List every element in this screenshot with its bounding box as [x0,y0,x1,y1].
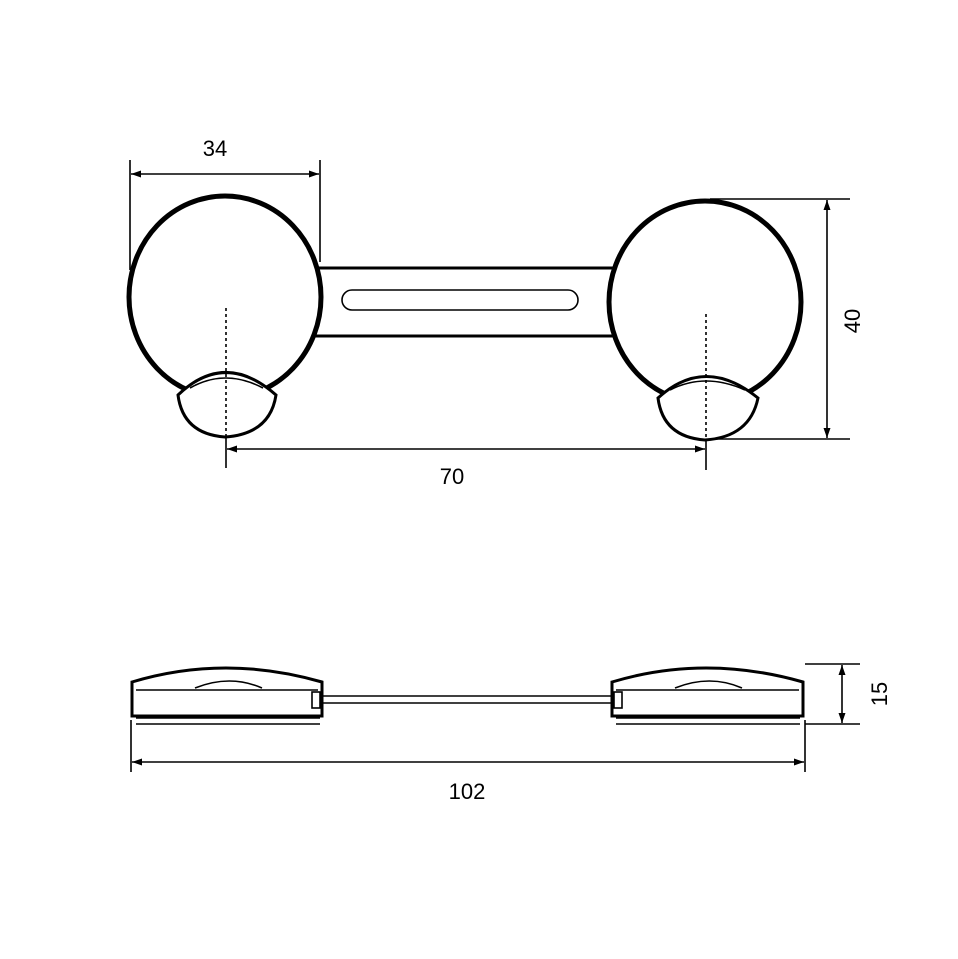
dimension-label-40: 40 [840,309,865,333]
dimension-center-distance: 70 [225,437,707,489]
dimension-label-15: 15 [867,682,892,706]
dimension-label-102: 102 [449,779,486,804]
dimension-thickness: 15 [805,663,892,725]
top-view: 34 40 70 [126,136,865,489]
side-view: 15 102 [130,663,892,804]
dimension-label-34: 34 [203,136,227,161]
left-knob [126,193,324,439]
right-knob [606,198,804,442]
strap [298,266,632,338]
side-strap [322,695,612,704]
dimension-label-70: 70 [440,464,464,489]
dimension-knob-height: 40 [710,198,865,440]
right-knob-side [610,666,805,725]
dimension-knob-width: 34 [129,136,321,270]
left-knob-side [130,666,324,725]
dimension-overall-length: 102 [130,720,806,804]
